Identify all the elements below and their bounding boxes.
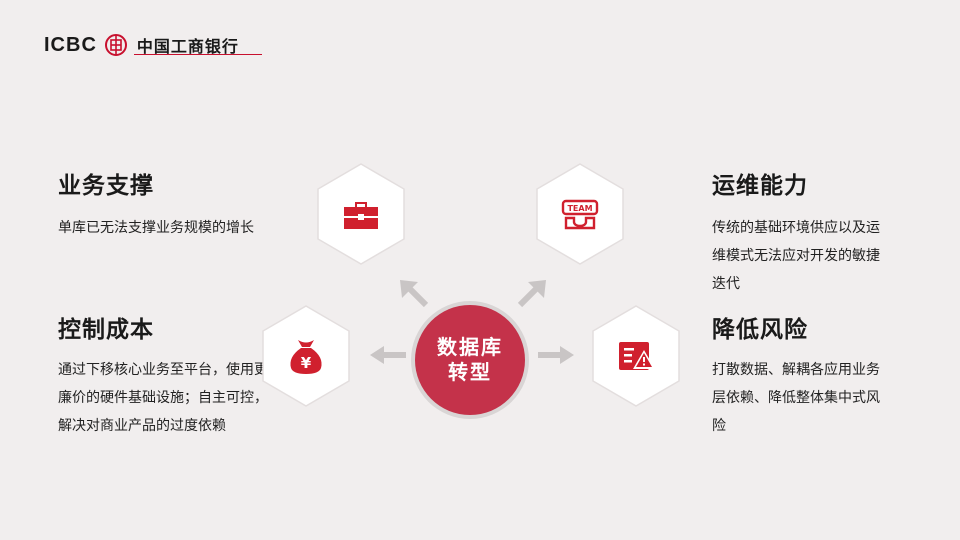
arrow-left-icon xyxy=(370,346,406,364)
hex-money: ¥ xyxy=(261,304,351,408)
money-bag-icon: ¥ xyxy=(290,340,322,374)
center-circle: 数据库转型 xyxy=(415,305,525,415)
briefcase-icon xyxy=(344,202,378,229)
alert-document-icon xyxy=(619,342,655,370)
block-title: 降低风险 xyxy=(712,317,808,343)
block-risk-reduction: 降低风险 打散数据、解耦各应用业务层依赖、降低整体集中式风险 xyxy=(712,310,892,440)
arrow-up-left-icon xyxy=(400,280,429,308)
block-business-support: 业务支撑 单库已无法支撑业务规模的增长 xyxy=(58,166,268,242)
hex-team: TEAM xyxy=(535,162,625,266)
team-icon: TEAM xyxy=(561,199,599,230)
logo-underline xyxy=(134,54,262,55)
hex-briefcase xyxy=(316,162,406,266)
arrow-right-icon xyxy=(538,346,574,364)
block-title: 运维能力 xyxy=(712,173,808,199)
block-title: 业务支撑 xyxy=(58,173,154,199)
hex-alert xyxy=(591,304,681,408)
block-ops-capability: 运维能力 传统的基础环境供应以及运维模式无法应对开发的敏捷迭代 xyxy=(712,166,892,298)
block-description: 打散数据、解耦各应用业务层依赖、降低整体集中式风险 xyxy=(712,362,880,434)
block-description: 传统的基础环境供应以及运维模式无法应对开发的敏捷迭代 xyxy=(712,220,880,292)
logo-text: ICBC xyxy=(44,33,97,56)
block-description: 单库已无法支撑业务规模的增长 xyxy=(58,220,254,236)
svg-text:TEAM: TEAM xyxy=(567,204,592,213)
bank-name: 中国工商银行 xyxy=(136,37,239,56)
block-title: 控制成本 xyxy=(58,317,154,343)
block-description: 通过下移核心业务至平台，使用更廉价的硬件基础设施；自主可控，解决对商业产品的过度… xyxy=(58,362,268,434)
arrow-up-right-icon xyxy=(517,280,546,308)
block-cost-control: 控制成本 通过下移核心业务至平台，使用更廉价的硬件基础设施；自主可控，解决对商业… xyxy=(58,310,268,440)
icbc-emblem-icon xyxy=(104,34,127,56)
svg-text:¥: ¥ xyxy=(301,354,312,372)
center-label: 数据库转型 xyxy=(437,335,503,384)
brand-logo: ICBC 中国工商银行 xyxy=(44,30,239,60)
